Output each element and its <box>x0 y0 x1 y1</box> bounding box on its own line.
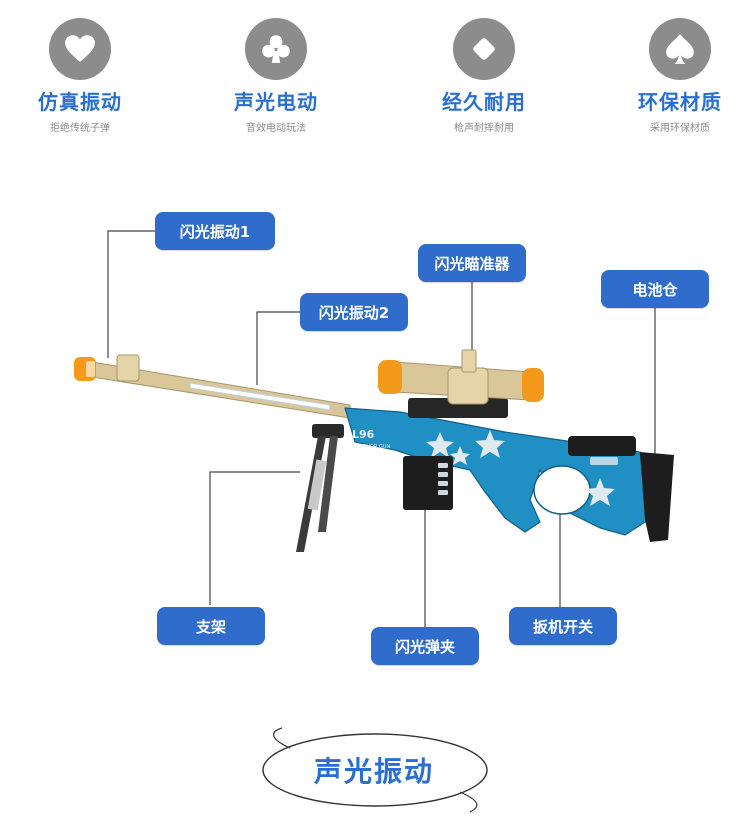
magazine-light <box>438 490 448 495</box>
stock-stars <box>426 430 615 506</box>
magazine-lights <box>438 463 448 495</box>
heart-icon-circle <box>49 18 111 80</box>
muzzle-light <box>86 361 95 377</box>
feature-title: 声光电动 <box>234 90 318 114</box>
leader-lines <box>107 230 656 627</box>
callout-flash-magazine: 闪光弹夹 <box>371 627 479 665</box>
callout-trigger-switch: 扳机开关 <box>509 607 617 645</box>
scope-mount <box>447 367 489 405</box>
magazine-light <box>438 481 448 486</box>
callout-flash-vibration-2: 闪光振动2 <box>300 293 408 331</box>
scope-rear-lens <box>522 368 544 402</box>
club-icon-circle <box>245 18 307 80</box>
scope-front-lens <box>378 360 402 394</box>
magazine-light <box>438 463 448 468</box>
feature-eco-material: 环保材质 采用环保材质 <box>600 18 750 134</box>
butt-pad <box>640 452 674 542</box>
diamond-icon <box>473 38 495 60</box>
cheek-rest <box>568 436 636 456</box>
feature-title: 经久耐用 <box>442 90 526 114</box>
feature-subtitle: 拒绝传统子弹 <box>50 123 110 134</box>
badge-flourish-left <box>273 727 291 749</box>
badge-ellipse <box>262 733 488 807</box>
feature-subtitle: 采用环保材质 <box>650 123 710 134</box>
leader-line-vibration-2 <box>256 311 300 385</box>
feature-subtitle: 音效电动玩法 <box>246 123 306 134</box>
bottom-badge-shape <box>262 727 488 813</box>
barrel-slot <box>189 382 331 411</box>
callout-flash-vibration-1: 闪光振动1 <box>155 212 275 250</box>
bipod <box>296 424 344 552</box>
rifle-illustration: L96 SUPERIOR GUN <box>74 349 674 552</box>
bottom-badge-label: 声光振动 <box>313 755 434 788</box>
scope <box>378 349 544 405</box>
scope-turret <box>461 349 477 373</box>
feature-subtitle: 枪声耐摔耐用 <box>454 123 514 134</box>
star-mark <box>426 432 454 458</box>
callout-battery: 电池仓 <box>601 270 709 308</box>
stock-thumbhole <box>533 465 591 515</box>
rifle-stock <box>344 407 649 536</box>
feature-realistic-vibration: 仿真振动 拒绝传统子弹 <box>0 18 160 134</box>
diamond-icon-circle <box>453 18 515 80</box>
feature-durable: 经久耐用 枪声耐摔耐用 <box>404 18 564 134</box>
star-mark <box>585 478 615 506</box>
leader-line-bipod <box>209 471 300 605</box>
gun-model-text: L96 <box>352 428 375 441</box>
club-icon <box>262 35 290 63</box>
magazine <box>403 456 453 510</box>
bipod-leg-rear <box>318 436 338 532</box>
feature-title: 环保材质 <box>638 90 722 114</box>
callout-bipod: 支架 <box>157 607 265 645</box>
leader-line-vibration-1 <box>107 230 155 358</box>
battery-indicator <box>590 457 618 465</box>
gun-tagline-text: SUPERIOR GUN <box>352 444 390 450</box>
star-mark <box>475 430 505 458</box>
feature-title: 仿真振动 <box>38 90 122 114</box>
spade-icon <box>666 34 694 64</box>
heart-icon <box>65 35 95 62</box>
bipod-mount <box>312 424 344 438</box>
magazine-light <box>438 472 448 477</box>
badge-flourish-right <box>459 791 478 813</box>
barrel-ring <box>116 354 140 382</box>
feature-sound-light-electric: 声光电动 音效电动玩法 <box>196 18 356 134</box>
bipod-spring <box>307 459 327 511</box>
callout-flash-scope: 闪光瞄准器 <box>418 244 526 282</box>
spade-icon-circle <box>649 18 711 80</box>
star-mark <box>450 446 470 465</box>
